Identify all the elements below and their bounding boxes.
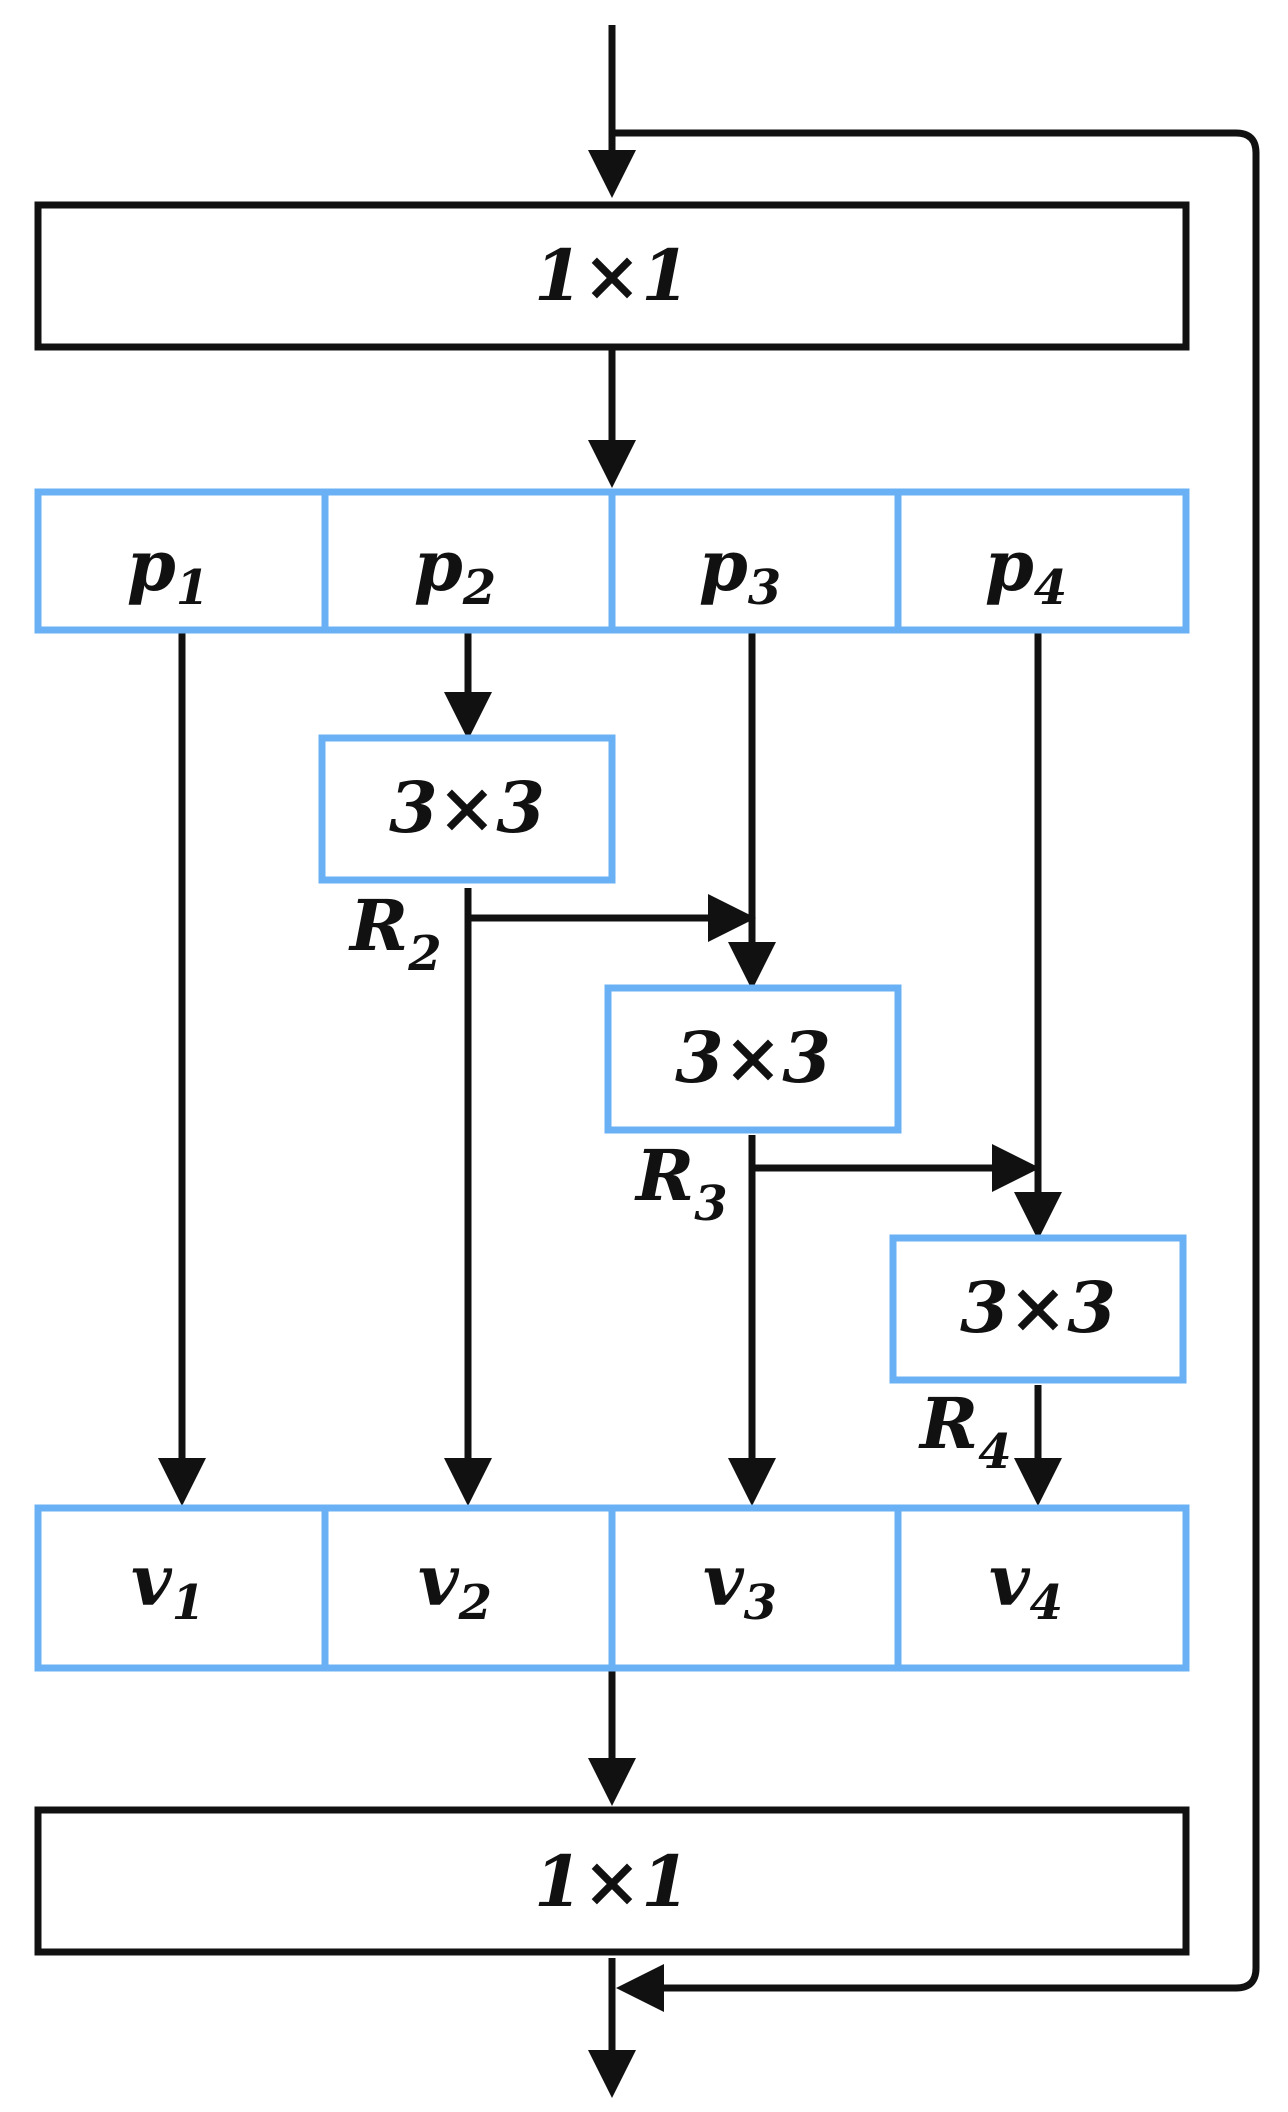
conv3-box-2: 3×3 (604, 984, 902, 1134)
conv3-label-3: 3×3 (960, 1266, 1116, 1349)
merge-cell-v2: v2 (418, 1539, 492, 1631)
merge-cell-v4: v4 (989, 1539, 1063, 1631)
arrowhead-v4 (1014, 1458, 1062, 1506)
split-group: p1 p2 p3 p4 (34, 488, 1190, 634)
arrowhead-v2 (444, 1458, 492, 1506)
split-cell-p3: p3 (699, 524, 781, 616)
conv3-label-1: 3×3 (389, 766, 545, 849)
skip-connection-line (612, 129, 1260, 1992)
arrowhead-v1 (158, 1458, 206, 1506)
arrowhead-r3-right (992, 1144, 1040, 1192)
arrowheads (158, 150, 1062, 2098)
arrowhead-output (588, 2050, 636, 2098)
split-cell-p4: p4 (985, 524, 1067, 616)
residual-label-r3: R3 (634, 1134, 728, 1232)
arrowhead-conv-out (588, 1758, 636, 1806)
arrowhead-split (588, 440, 636, 488)
merge-cell-v3: v3 (703, 1539, 777, 1631)
arrowhead-p2-conv (444, 692, 492, 740)
split-cell-p2: p2 (414, 524, 496, 616)
residual-label-r4: R4 (918, 1382, 1012, 1480)
conv-in-label: 1×1 (534, 234, 690, 317)
merge-group: v1 v2 v3 v4 (34, 1504, 1190, 1672)
arrowhead-conv-in (588, 150, 636, 198)
conv-out-box: 1×1 (34, 1806, 1190, 1956)
arrowhead-skip-join (616, 1964, 664, 2012)
conv3-box-3: 3×3 (889, 1234, 1187, 1384)
conv-in-box: 1×1 (34, 201, 1190, 351)
residual-label-r2: R2 (348, 884, 442, 982)
arrowhead-r2-right (708, 894, 756, 942)
arrowhead-p3-conv (728, 942, 776, 990)
connectors (178, 25, 1260, 2068)
merge-cell-v1: v1 (131, 1539, 205, 1631)
arrowhead-v3 (728, 1458, 776, 1506)
arrowhead-p4-conv (1014, 1192, 1062, 1240)
split-cell-p1: p1 (127, 524, 209, 616)
conv3-label-2: 3×3 (675, 1016, 831, 1099)
conv-out-label: 1×1 (534, 1840, 690, 1923)
conv3-box-1: 3×3 (318, 734, 616, 884)
